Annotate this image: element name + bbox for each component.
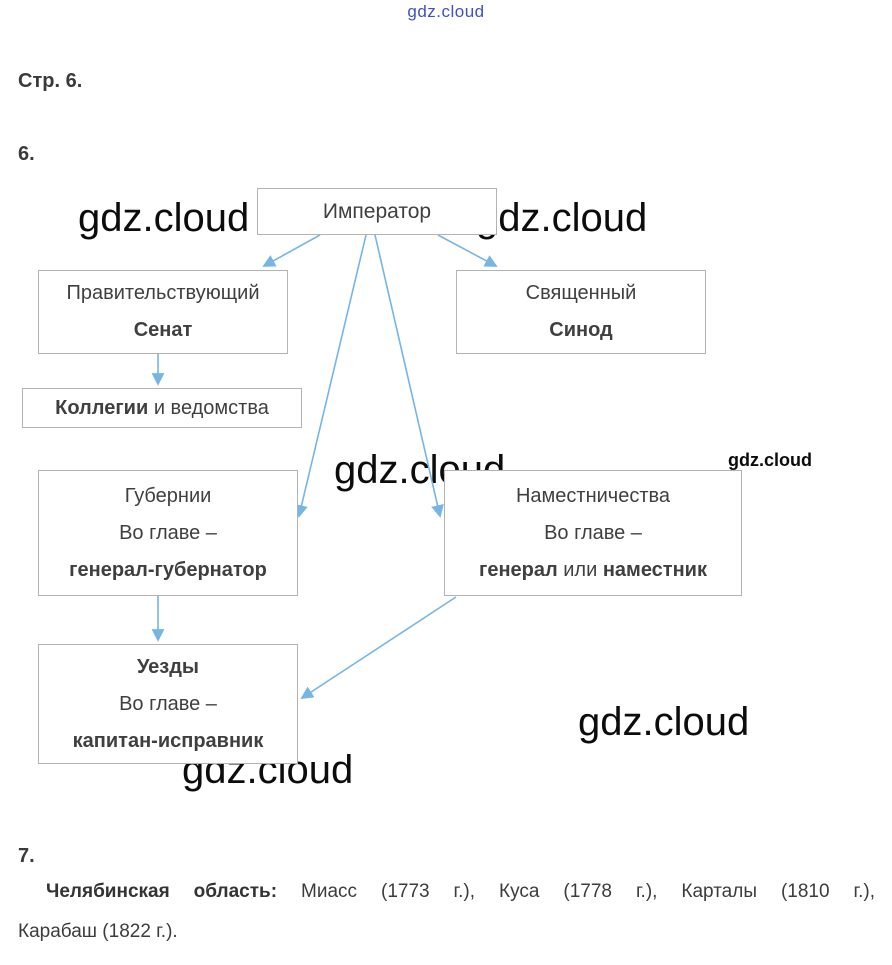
collegia-rest: и ведомства	[153, 396, 269, 419]
diagram-box-synod: Священный Синод	[456, 270, 706, 354]
emperor-title: Император	[322, 200, 432, 223]
task7-cities: Миасс (1773 г.), Куса (1778 г.), Карталы…	[301, 881, 876, 902]
namestnichestva-line3: генерал или наместник	[479, 552, 707, 589]
task7-paragraph: Челябинская область: Миасс (1773 г.), Ку…	[18, 878, 875, 946]
task7-heading: 7.	[18, 845, 35, 867]
collegia-line: Коллегии и ведомства	[55, 390, 269, 427]
namestnichestva-line1: Наместничества	[515, 484, 671, 507]
uezdy-line1: Уезды	[136, 655, 200, 678]
namestnichestva-bold1: генерал	[478, 558, 558, 581]
uezdy-line2: Во главе –	[119, 692, 217, 715]
task7-line2: Карабаш (1822 г.).	[18, 921, 178, 942]
watermark: gdz.cloud	[78, 196, 250, 240]
synod-line2: Синод	[549, 319, 613, 341]
watermark-top: gdz.cloud	[407, 2, 485, 21]
diagram-box-namestnichestva: Наместничества Во главе – генерал или на…	[444, 470, 742, 596]
gubernii-line1: Губернии	[124, 484, 212, 507]
namestnichestva-mid: или	[563, 558, 598, 581]
collegia-bold: Коллегии	[55, 396, 149, 419]
namestnichestva-line2: Во главе –	[544, 521, 642, 544]
uezdy-line3: капитан-исправник	[72, 729, 264, 752]
diagram-box-uezdy: Уезды Во главе – капитан-исправник	[38, 644, 298, 764]
gubernii-line2: Во главе –	[119, 521, 217, 544]
senate-line2: Сенат	[133, 319, 193, 341]
senate-line1: Правительствующий	[66, 282, 260, 304]
watermark: gdz.cloud	[728, 450, 812, 470]
task6-heading: 6.	[18, 143, 35, 165]
page-heading: Стр. 6.	[18, 70, 83, 92]
watermark: gdz.cloud	[476, 196, 648, 240]
diagram-box-gubernii: Губернии Во главе – генерал-губернатор	[38, 470, 298, 596]
task7-region: Челябинская область:	[46, 881, 278, 902]
diagram-box-senate: Правительствующий Сенат	[38, 270, 288, 354]
task7-line1: Челябинская область: Миасс (1773 г.), Ку…	[18, 878, 875, 906]
watermark: gdz.cloud	[578, 700, 750, 744]
namestnichestva-bold2: наместник	[602, 558, 707, 581]
diagram-box-collegia: Коллегии и ведомства	[22, 388, 302, 428]
synod-line1: Священный	[525, 282, 637, 304]
diagram-box-emperor: Император	[257, 188, 497, 235]
gubernii-line3: генерал-губернатор	[69, 558, 267, 581]
